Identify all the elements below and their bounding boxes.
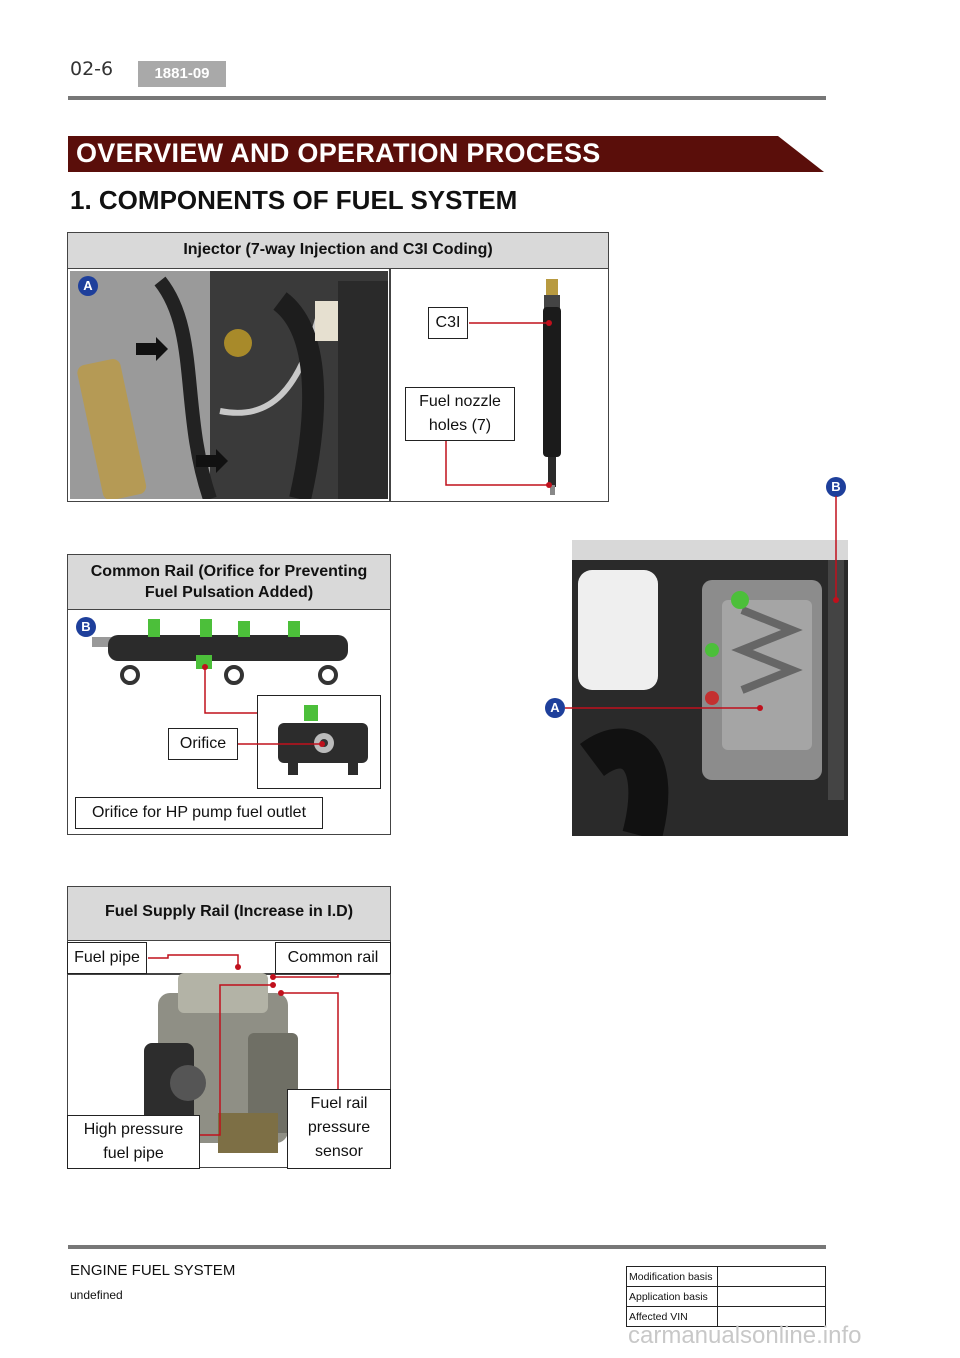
injector-panel-header: Injector (7-way Injection and C3I Coding… <box>68 233 608 269</box>
injector-leader-lines <box>445 320 552 488</box>
section-title: OVERVIEW AND OPERATION PROCESS <box>76 138 601 168</box>
high-pressure-label-line1: High pressure <box>83 1121 184 1138</box>
injector-photo <box>543 279 561 495</box>
common-rail-callout: Common rail <box>275 942 391 974</box>
injector-installed-photo <box>70 271 388 499</box>
orifice-callout: Orifice <box>168 728 238 760</box>
rail-pressure-sensor-callout: Fuel rail pressure sensor <box>287 1089 391 1169</box>
affected-vin-value <box>717 1306 826 1327</box>
watermark: carmanualsonline.info <box>628 1322 862 1349</box>
sensor-label-line3: sensor <box>314 1143 364 1160</box>
injector-panel-title: Injector (7-way Injection and C3I Coding… <box>183 241 493 258</box>
modification-basis-value <box>717 1266 826 1287</box>
engine-assembly-photo <box>144 973 298 1153</box>
orifice-label: Orifice <box>179 735 227 752</box>
table-row: Affected VIN <box>626 1306 826 1327</box>
table-row: Application basis <box>626 1286 826 1307</box>
fuel-pipe-label: Fuel pipe <box>74 949 140 966</box>
revision-table: Modification basis Application basis Aff… <box>626 1266 826 1327</box>
common-rail-photo <box>92 619 348 685</box>
engine-bay-photo <box>572 540 848 836</box>
footer-title: ENGINE FUEL SYSTEM <box>70 1262 236 1279</box>
sensor-label-line2: pressure <box>307 1119 371 1136</box>
fuel-nozzle-callout: Fuel nozzle holes (7) <box>405 387 515 441</box>
page-number: 02-6 <box>70 58 114 80</box>
common-rail-title-line1: Common Rail (Orifice for Preventing <box>90 563 368 580</box>
supply-leader-lines <box>148 954 339 1136</box>
high-pressure-pipe-callout: High pressure fuel pipe <box>67 1115 200 1169</box>
panel-divider <box>389 269 391 501</box>
engine-leader-lines <box>565 496 839 711</box>
application-basis-value <box>717 1286 826 1307</box>
footer-divider <box>68 1245 826 1249</box>
common-rail-label: Common rail <box>287 949 379 966</box>
application-basis-label: Application basis <box>626 1286 718 1307</box>
footer-subtitle: undefined <box>70 1288 123 1302</box>
hp-pump-outlet-label: Orifice for HP pump fuel outlet <box>91 804 307 821</box>
engine-marker-b-icon: B <box>826 477 846 497</box>
marker-a-icon: A <box>78 276 98 296</box>
engine-marker-a-icon: A <box>545 698 565 718</box>
page-heading: 1. COMPONENTS OF FUEL SYSTEM <box>70 185 518 215</box>
marker-b-icon: B <box>76 617 96 637</box>
sensor-label-line1: Fuel rail <box>310 1095 368 1112</box>
document-code-badge: 1881-09 <box>138 61 226 87</box>
header-divider <box>68 96 826 100</box>
fuel-nozzle-label-line1: Fuel nozzle <box>419 393 501 410</box>
fuel-supply-panel-header: Fuel Supply Rail (Increase in I.D) <box>68 887 390 941</box>
fuel-supply-panel: Fuel Supply Rail (Increase in I.D) Fuel … <box>67 886 391 1169</box>
common-rail-panel: Common Rail (Orifice for Preventing Fuel… <box>67 554 391 835</box>
common-rail-panel-header: Common Rail (Orifice for Preventing Fuel… <box>68 555 390 610</box>
affected-vin-label: Affected VIN <box>626 1306 718 1327</box>
fuel-nozzle-label-line2: holes (7) <box>428 417 492 434</box>
fuel-pipe-callout: Fuel pipe <box>67 942 147 974</box>
modification-basis-label: Modification basis <box>626 1266 718 1287</box>
hp-pump-outlet-callout: Orifice for HP pump fuel outlet <box>75 797 323 829</box>
section-banner <box>68 136 824 172</box>
injector-panel: Injector (7-way Injection and C3I Coding… <box>67 232 609 502</box>
fuel-supply-panel-title: Fuel Supply Rail (Increase in I.D) <box>104 903 354 920</box>
c3i-label: C3I <box>435 314 461 331</box>
rail-leader-lines <box>202 664 325 747</box>
c3i-callout: C3I <box>428 307 468 339</box>
table-row: Modification basis <box>626 1266 826 1287</box>
common-rail-title-line2: Fuel Pulsation Added) <box>144 584 314 601</box>
high-pressure-label-line2: fuel pipe <box>103 1145 164 1162</box>
